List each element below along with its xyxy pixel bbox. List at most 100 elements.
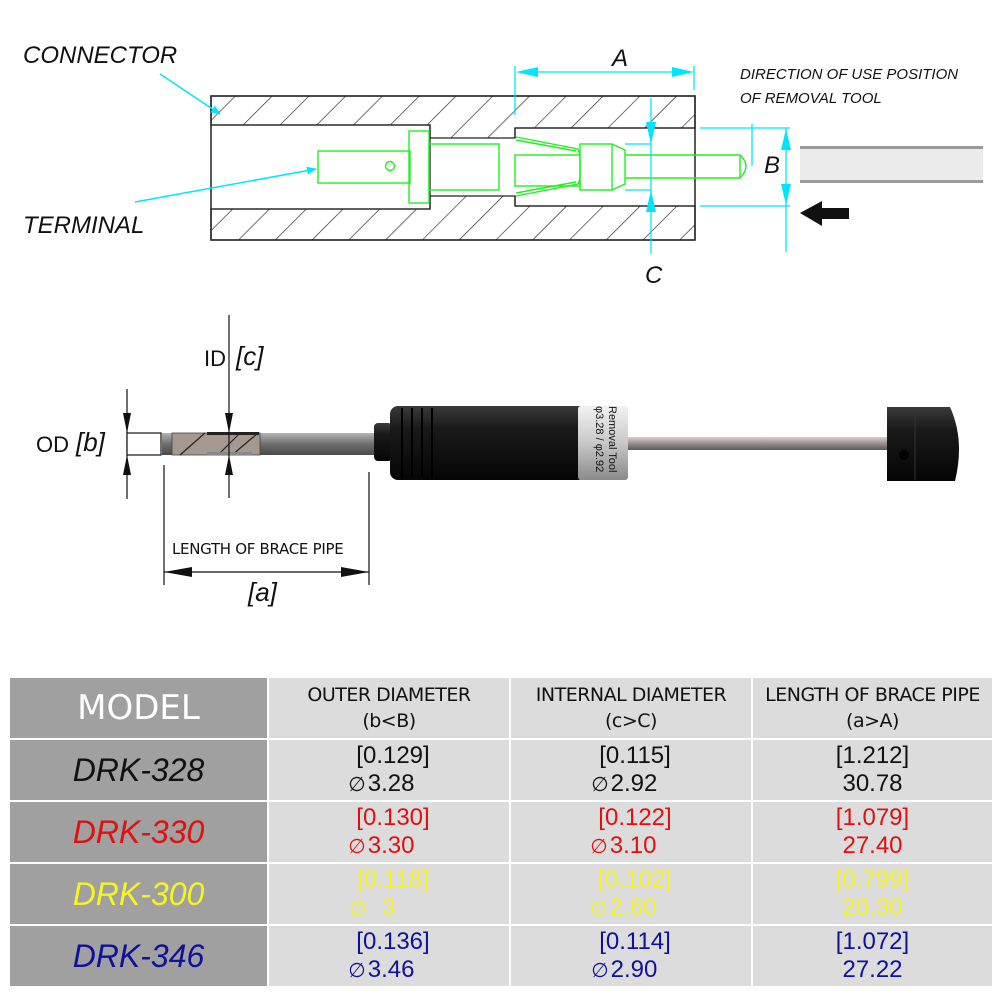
diameter-symbol-icon: ∅ xyxy=(348,958,366,982)
model-name: DRK-346 xyxy=(8,924,269,988)
id-dimension xyxy=(225,315,233,498)
length-cell: [1.079] 27.40 xyxy=(751,800,994,864)
direction-arrow-icon xyxy=(800,201,849,226)
outer-diameter-mm: ∅3.46 xyxy=(348,956,415,983)
connector-leader-arrow xyxy=(159,73,221,115)
od-dimension xyxy=(123,389,162,499)
model-name: DRK-330 xyxy=(8,800,269,864)
model-name: DRK-300 xyxy=(8,862,269,926)
sleeve-text-line2: φ3.28 / φ2.92 xyxy=(593,406,605,473)
internal-diameter-mm: ∅2.92 xyxy=(591,770,658,797)
model-spec-table: MODEL OUTER DIAMETER (b<B) INTERNAL DIAM… xyxy=(8,676,994,988)
tool-handle xyxy=(390,406,628,480)
dimension-B-label: B xyxy=(764,152,781,179)
dimension-A-label: A xyxy=(612,45,629,72)
header-line2: (b<B) xyxy=(362,710,416,732)
handle-collar xyxy=(374,423,392,461)
length-caption: LENGTH OF BRACE PIPE xyxy=(172,540,344,558)
terminal-pin xyxy=(317,130,747,204)
table-row: DRK-330 [0.130] ∅3.30 [0.122] ∅3.10 [1.0… xyxy=(8,800,994,864)
length-dimension xyxy=(163,465,370,585)
dimension-C-label: C xyxy=(645,262,663,289)
dimension-C xyxy=(625,98,656,254)
od-variable: [b] xyxy=(76,427,105,457)
length-cell: [1.072] 27.22 xyxy=(751,924,994,988)
header-line2: (c>C) xyxy=(605,710,657,732)
length-inch: [1.072] xyxy=(835,928,910,955)
diameter-symbol-icon: ∅ xyxy=(590,896,608,920)
direction-note-line1: DIRECTION OF USE POSITION xyxy=(740,66,959,83)
header-model: MODEL xyxy=(8,676,269,740)
id-variable: [c] xyxy=(236,341,264,371)
diameter-symbol-icon: ∅ xyxy=(591,772,609,796)
internal-diameter-cell: [0.122] ∅3.10 xyxy=(509,800,753,864)
connector-label: CONNECTOR xyxy=(23,42,178,69)
direction-note-line2: OF REMOVAL TOOL xyxy=(740,90,882,107)
length-mm: 27.40 xyxy=(842,832,903,859)
tool-sleeve-label: Removal Tool φ3.28 / φ2.92 xyxy=(588,406,618,480)
length-inch: [0.799] xyxy=(835,866,910,893)
header-line1: OUTER DIAMETER xyxy=(307,684,471,706)
terminal-leader-arrow xyxy=(134,166,317,203)
dimension-A xyxy=(514,66,695,115)
internal-diameter-mm: ∅2.60 xyxy=(590,894,657,921)
internal-diameter-cell: [0.115] ∅2.92 xyxy=(509,738,753,802)
plunger-knob xyxy=(887,407,959,481)
header-line2: (a>A) xyxy=(846,710,899,732)
header-internal-diameter: INTERNAL DIAMETER (c>C) xyxy=(509,676,753,740)
internal-diameter-inch: [0.115] xyxy=(599,742,671,769)
table-body: DRK-328 [0.129] ∅3.28 [0.115] ∅2.92 [1.2… xyxy=(8,738,994,988)
removal-tool-diagram xyxy=(123,315,959,585)
header-length-brace-pipe: LENGTH OF BRACE PIPE (a>A) xyxy=(751,676,994,740)
length-mm: 20.30 xyxy=(842,894,903,921)
table-row: DRK-346 [0.136] ∅3.46 [0.114] ∅2.90 [1.0… xyxy=(8,924,994,988)
outer-diameter-inch: [0.136] xyxy=(356,928,430,955)
diameter-symbol-icon: ∅ xyxy=(348,772,366,796)
length-inch: [1.212] xyxy=(835,742,910,769)
outer-diameter-cell: [0.130] ∅3.30 xyxy=(267,800,511,864)
table-row: DRK-328 [0.129] ∅3.28 [0.115] ∅2.92 [1.2… xyxy=(8,738,994,802)
outer-diameter-cell: [0.118] ∅ 3 xyxy=(267,862,511,926)
internal-diameter-inch: [0.114] xyxy=(599,928,671,955)
table-header-row: MODEL OUTER DIAMETER (b<B) INTERNAL DIAM… xyxy=(8,676,994,740)
internal-diameter-cell: [0.102] ∅2.60 xyxy=(509,862,753,926)
internal-diameter-cell: [0.114] ∅2.90 xyxy=(509,924,753,988)
header-line1: LENGTH OF BRACE PIPE xyxy=(765,684,980,706)
connector-cross-section-diagram xyxy=(134,66,983,254)
length-mm: 27.22 xyxy=(842,956,903,983)
connector-body xyxy=(210,95,696,241)
outer-diameter-mm: ∅3.30 xyxy=(348,832,415,859)
length-cell: [0.799] 20.30 xyxy=(751,862,994,926)
outer-diameter-cell: [0.136] ∅3.46 xyxy=(267,924,511,988)
outer-diameter-inch: [0.130] xyxy=(356,804,430,831)
diameter-symbol-icon: ∅ xyxy=(591,958,609,982)
table-row: DRK-300 [0.118] ∅ 3 [0.102] ∅2.60 [0.799… xyxy=(8,862,994,926)
outer-diameter-cell: [0.129] ∅3.28 xyxy=(267,738,511,802)
plunger-rod xyxy=(628,437,888,450)
length-inch: [1.079] xyxy=(835,804,910,831)
od-label: OD xyxy=(36,432,69,457)
header-line1: INTERNAL DIAMETER xyxy=(535,684,727,706)
sleeve-text-line1: Removal Tool xyxy=(606,406,618,473)
internal-diameter-inch: [0.102] xyxy=(598,866,672,893)
terminal-label: TERMINAL xyxy=(23,212,145,239)
diameter-symbol-icon: ∅ xyxy=(590,834,608,858)
outer-diameter-inch: [0.129] xyxy=(356,742,430,769)
length-cell: [1.212] 30.78 xyxy=(751,738,994,802)
outer-diameter-mm: ∅ 3 xyxy=(349,894,396,921)
internal-diameter-mm: ∅2.90 xyxy=(591,956,658,983)
model-name: DRK-328 xyxy=(8,738,269,802)
header-outer-diameter: OUTER DIAMETER (b<B) xyxy=(267,676,511,740)
diameter-symbol-icon: ∅ xyxy=(349,896,367,920)
removal-tool-tube xyxy=(800,146,983,183)
outer-diameter-inch: [0.118] xyxy=(357,866,429,893)
diameter-symbol-icon: ∅ xyxy=(348,834,366,858)
dimension-B xyxy=(700,124,791,252)
internal-diameter-inch: [0.122] xyxy=(598,804,672,831)
brace-pipe xyxy=(162,432,377,456)
direction-note: DIRECTION OF USE POSITION OF REMOVAL TOO… xyxy=(740,63,958,111)
length-variable: [a] xyxy=(248,577,277,607)
length-mm: 30.78 xyxy=(842,770,903,797)
internal-diameter-mm: ∅3.10 xyxy=(590,832,657,859)
outer-diameter-mm: ∅3.28 xyxy=(348,770,415,797)
